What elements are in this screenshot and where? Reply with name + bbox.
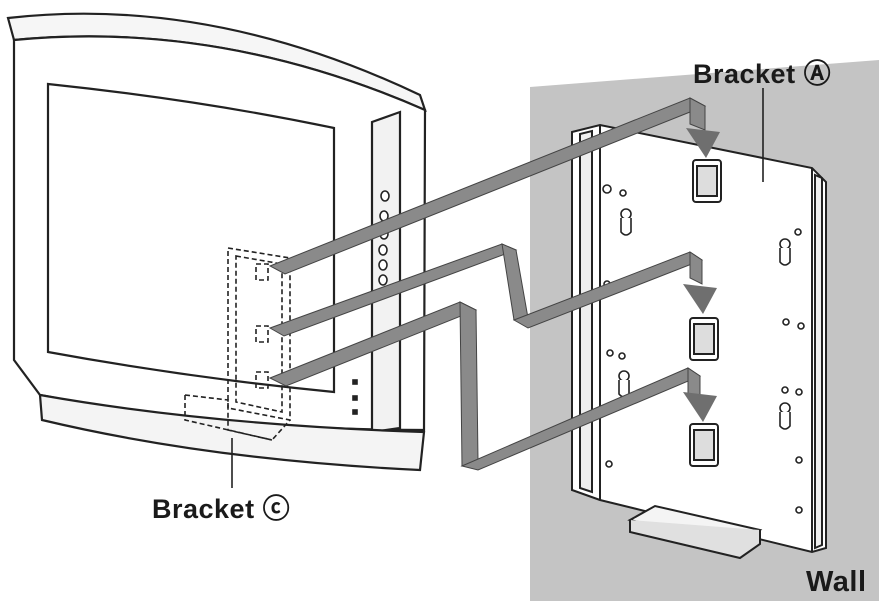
arrow-down-middle (683, 284, 717, 314)
arrow-down-bottom (683, 392, 717, 422)
bracket-c-label: Bracket ⓒ (152, 494, 291, 524)
bracket-a-holes (602, 184, 805, 514)
tv-stand-base (38, 393, 426, 472)
insert-arrows (683, 128, 720, 422)
tv-screen (46, 82, 336, 394)
tv-monitor (6, 12, 427, 472)
connector-bands (268, 97, 707, 471)
bracket-c-hidden (184, 247, 291, 441)
tv-side-buttons (352, 190, 390, 415)
arrow-down-top (686, 128, 720, 158)
bracket-a-label: Bracket Ⓐ (693, 59, 832, 89)
wall-label: Wall (806, 566, 867, 598)
tv-right-side (370, 110, 402, 434)
bracket-a-slots (689, 159, 722, 467)
